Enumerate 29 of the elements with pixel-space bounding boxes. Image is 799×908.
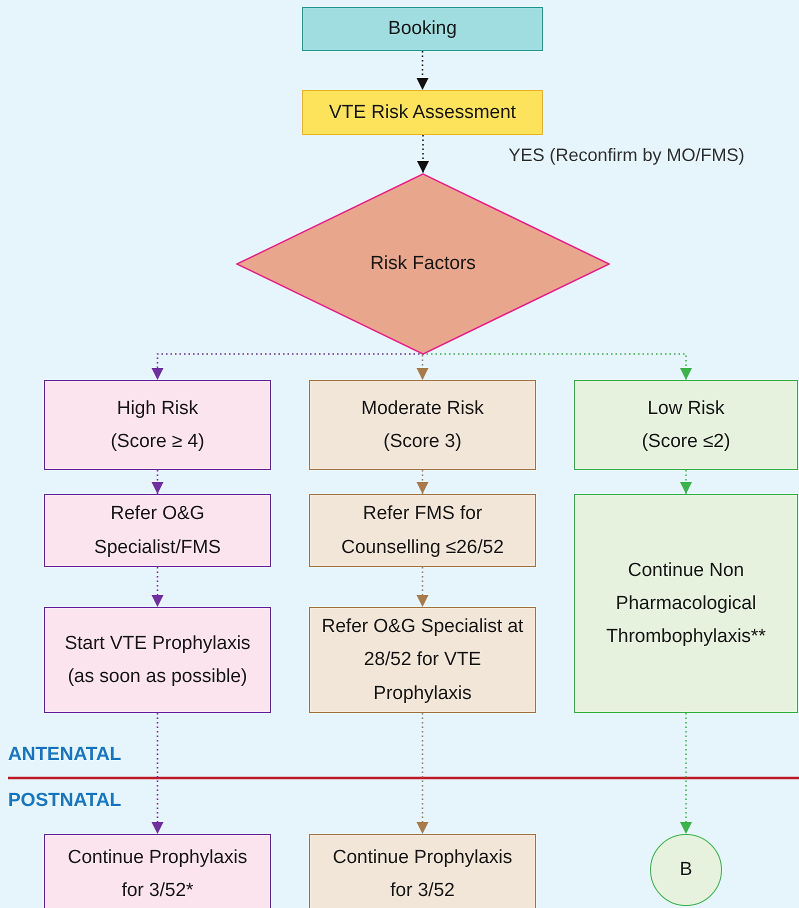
arrow [417,135,429,173]
edge-label: YES (Reconfirm by MO/FMS) [508,145,745,166]
decision-diamond: Risk Factors [236,173,610,355]
arrow [152,713,164,834]
arrow [416,51,428,90]
process-box: Start VTE Prophylaxis (as soon as possible) [44,607,271,713]
process-box: High Risk (Score ≥ 4) [44,380,271,470]
section-label: ANTENATAL [8,744,122,766]
arrow [416,567,428,607]
arrow [416,470,428,494]
arrow [416,355,428,380]
process-box: Moderate Risk (Score 3) [309,380,536,470]
process-box: Refer O&G Specialist at 28/52 for VTE Prophylaxis [309,607,536,713]
process-box: Continue Non Pharmacological Thrombophylaxis** [574,494,798,713]
arrow [422,353,692,380]
arrow [152,567,164,607]
arrow [680,470,692,494]
process-box: Continue Prophylaxis for 3/52* [44,834,271,908]
arrow [152,470,164,494]
connector-circle: B [650,834,722,906]
arrow [416,713,428,834]
process-box: Refer O&G Specialist/FMS [44,494,271,567]
process-box: VTE Risk Assessment [302,90,543,135]
section-label: POSTNATAL [8,790,122,812]
arrow [680,713,692,834]
process-box: Continue Prophylaxis for 3/52 [309,834,536,908]
process-box: Booking [302,7,543,51]
process-box: Refer FMS for Counselling ≤26/52 [309,494,536,567]
process-box: Low Risk (Score ≤2) [574,380,798,470]
